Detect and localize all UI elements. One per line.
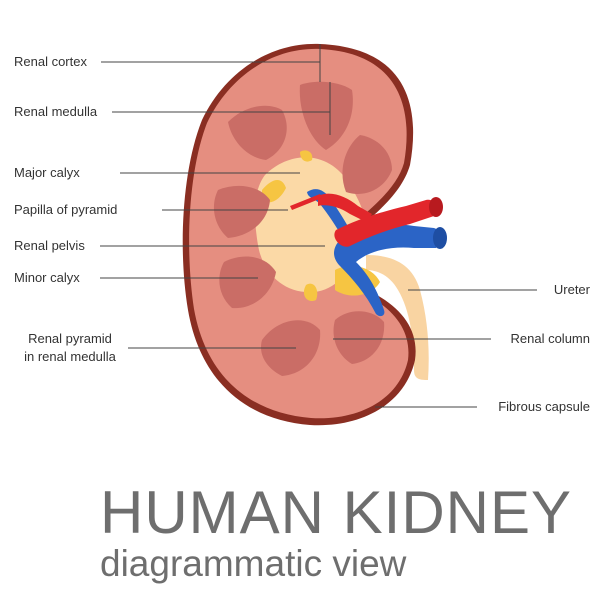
label-renal-medulla: Renal medulla [14, 104, 98, 119]
renal-pyramid [219, 256, 276, 309]
ureter [366, 255, 429, 380]
renal-vein [334, 224, 442, 317]
renal-artery-end [429, 197, 443, 217]
renal-artery [334, 199, 439, 247]
label-minor-calyx: Minor calyx [14, 270, 80, 285]
diagram-title: HUMAN KIDNEY [100, 479, 573, 546]
renal-artery-branch [318, 193, 372, 222]
renal-pyramid [333, 311, 385, 364]
label-papilla-of-pyramid: Papilla of pyramid [14, 202, 118, 217]
renal-pyramid [299, 81, 353, 150]
renal-vein-end [433, 227, 447, 249]
renal-pyramid [342, 135, 392, 194]
label-ureter: Ureter [553, 282, 590, 297]
renal-pyramids [213, 81, 392, 376]
label-renal-cortex: Renal cortex [14, 54, 87, 69]
diagram-subtitle: diagrammatic view [100, 543, 407, 584]
renal-pyramid [228, 105, 287, 160]
label-fibrous-capsule: Fibrous capsule [498, 399, 590, 414]
label-renal-pyramid-line1: Renal pyramid [28, 331, 112, 346]
renal-artery-twig [290, 194, 322, 210]
label-renal-column: Renal column [510, 331, 591, 346]
label-major-calyx: Major calyx [14, 165, 80, 180]
renal-pyramid [213, 185, 270, 238]
label-renal-pyramid-line2: in renal medulla [24, 349, 116, 364]
label-renal-pelvis: Renal pelvis [14, 238, 85, 253]
label-renal-pyramid: Renal pyramid in renal medulla [14, 330, 126, 366]
kidney-illustration [100, 43, 537, 426]
leader-lines [100, 44, 537, 408]
